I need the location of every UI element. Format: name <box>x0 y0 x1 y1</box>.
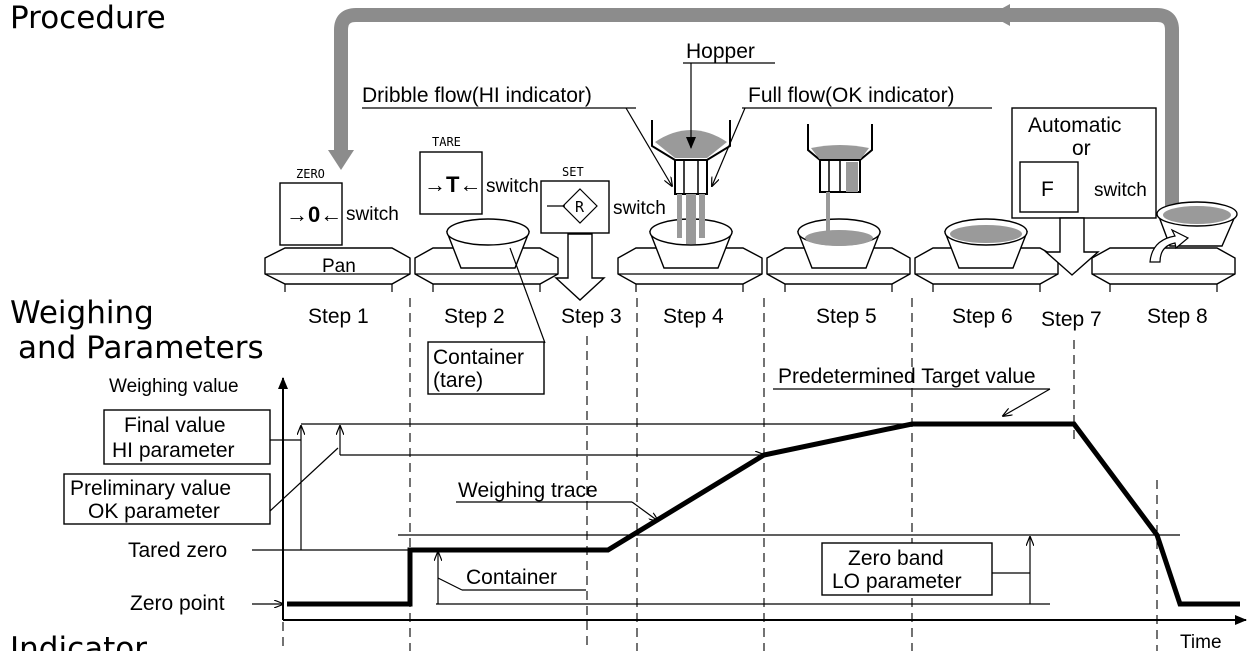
weighing-trace-label: Weighing trace <box>458 479 598 502</box>
step-5-label: Step 5 <box>816 305 877 328</box>
container-step5 <box>796 218 882 269</box>
step-4-label: Step 4 <box>663 305 724 328</box>
target-value-label: Predetermined Target value <box>778 365 1036 388</box>
container-graph-label: Container <box>466 566 557 589</box>
zero-switch-word: switch <box>346 204 399 225</box>
indicator-heading: Indicator <box>10 631 147 651</box>
step-8-label: Step 8 <box>1147 305 1208 328</box>
full-flow-label: Full flow(OK indicator) <box>748 84 955 107</box>
hopper-step5 <box>807 124 873 236</box>
container-step2 <box>445 218 531 269</box>
zero-band-label: Zero band <box>848 547 944 570</box>
step-6-label: Step 6 <box>952 305 1013 328</box>
step3-down-arrow <box>554 233 606 301</box>
cycle-return-arrow <box>328 4 1179 210</box>
reference-lines <box>301 423 1180 605</box>
or-label: or <box>1072 137 1091 160</box>
set-caption: SET <box>562 165 584 179</box>
weighing-heading: Weighing <box>10 295 154 331</box>
step-3-label: Step 3 <box>561 305 622 328</box>
container-step8 <box>1149 201 1238 263</box>
step-1-label: Step 1 <box>308 305 369 328</box>
tare-switch-word: switch <box>486 176 539 197</box>
y-axis-label: Weighing value <box>109 376 239 397</box>
procedure-heading: Procedure <box>10 0 166 36</box>
step7-down-arrow <box>1044 217 1100 276</box>
tared-zero-label: Tared zero <box>128 539 227 562</box>
set-symbol: R <box>575 198 585 216</box>
step-7-label: Step 7 <box>1041 308 1102 331</box>
tare-symbol: →T← <box>424 172 481 197</box>
zero-symbol: →0← <box>286 202 342 227</box>
hi-param-label: HI parameter <box>112 439 235 462</box>
x-axis-label: Time <box>1180 632 1222 651</box>
parameters-heading: and Parameters <box>18 330 264 366</box>
step-2-label: Step 2 <box>444 305 505 328</box>
dribble-flow-label: Dribble flow(HI indicator) <box>362 84 592 107</box>
prelim-value-label: Preliminary value <box>70 477 231 500</box>
f-symbol: F <box>1041 178 1054 201</box>
final-value-box: Final value HI parameter <box>103 409 301 465</box>
zero-point-label: Zero point <box>130 592 225 615</box>
container-tare-label-2: (tare) <box>433 369 483 392</box>
tare-caption: TARE <box>432 135 461 149</box>
platform-step8 <box>1091 247 1236 292</box>
zero-caption: ZERO <box>296 167 325 181</box>
weighing-trace-line <box>287 421 1240 607</box>
f-switch-box: Automatic or F switch <box>1011 107 1157 219</box>
automatic-label: Automatic <box>1028 114 1121 137</box>
ok-param-label: OK parameter <box>88 500 220 523</box>
lo-param-label: LO parameter <box>832 570 962 593</box>
set-switch-word: switch <box>613 198 666 219</box>
final-value-label: Final value <box>124 414 226 437</box>
preliminary-value-box: Preliminary value OK parameter <box>63 447 339 525</box>
f-switch-word: switch <box>1094 180 1147 201</box>
hopper-label: Hopper <box>686 40 755 63</box>
container-step6 <box>943 218 1029 269</box>
step-dividers <box>282 298 1158 651</box>
zero-switch: ZERO →0← switch <box>279 167 399 246</box>
pan-label: Pan <box>322 256 356 277</box>
tare-switch: TARE →T← switch <box>419 135 539 215</box>
zero-band-box: Zero band LO parameter <box>821 542 1030 596</box>
container-tare-label-1: Container <box>433 346 524 369</box>
set-switch: SET R switch <box>540 165 666 234</box>
platform-step1 <box>264 247 411 292</box>
